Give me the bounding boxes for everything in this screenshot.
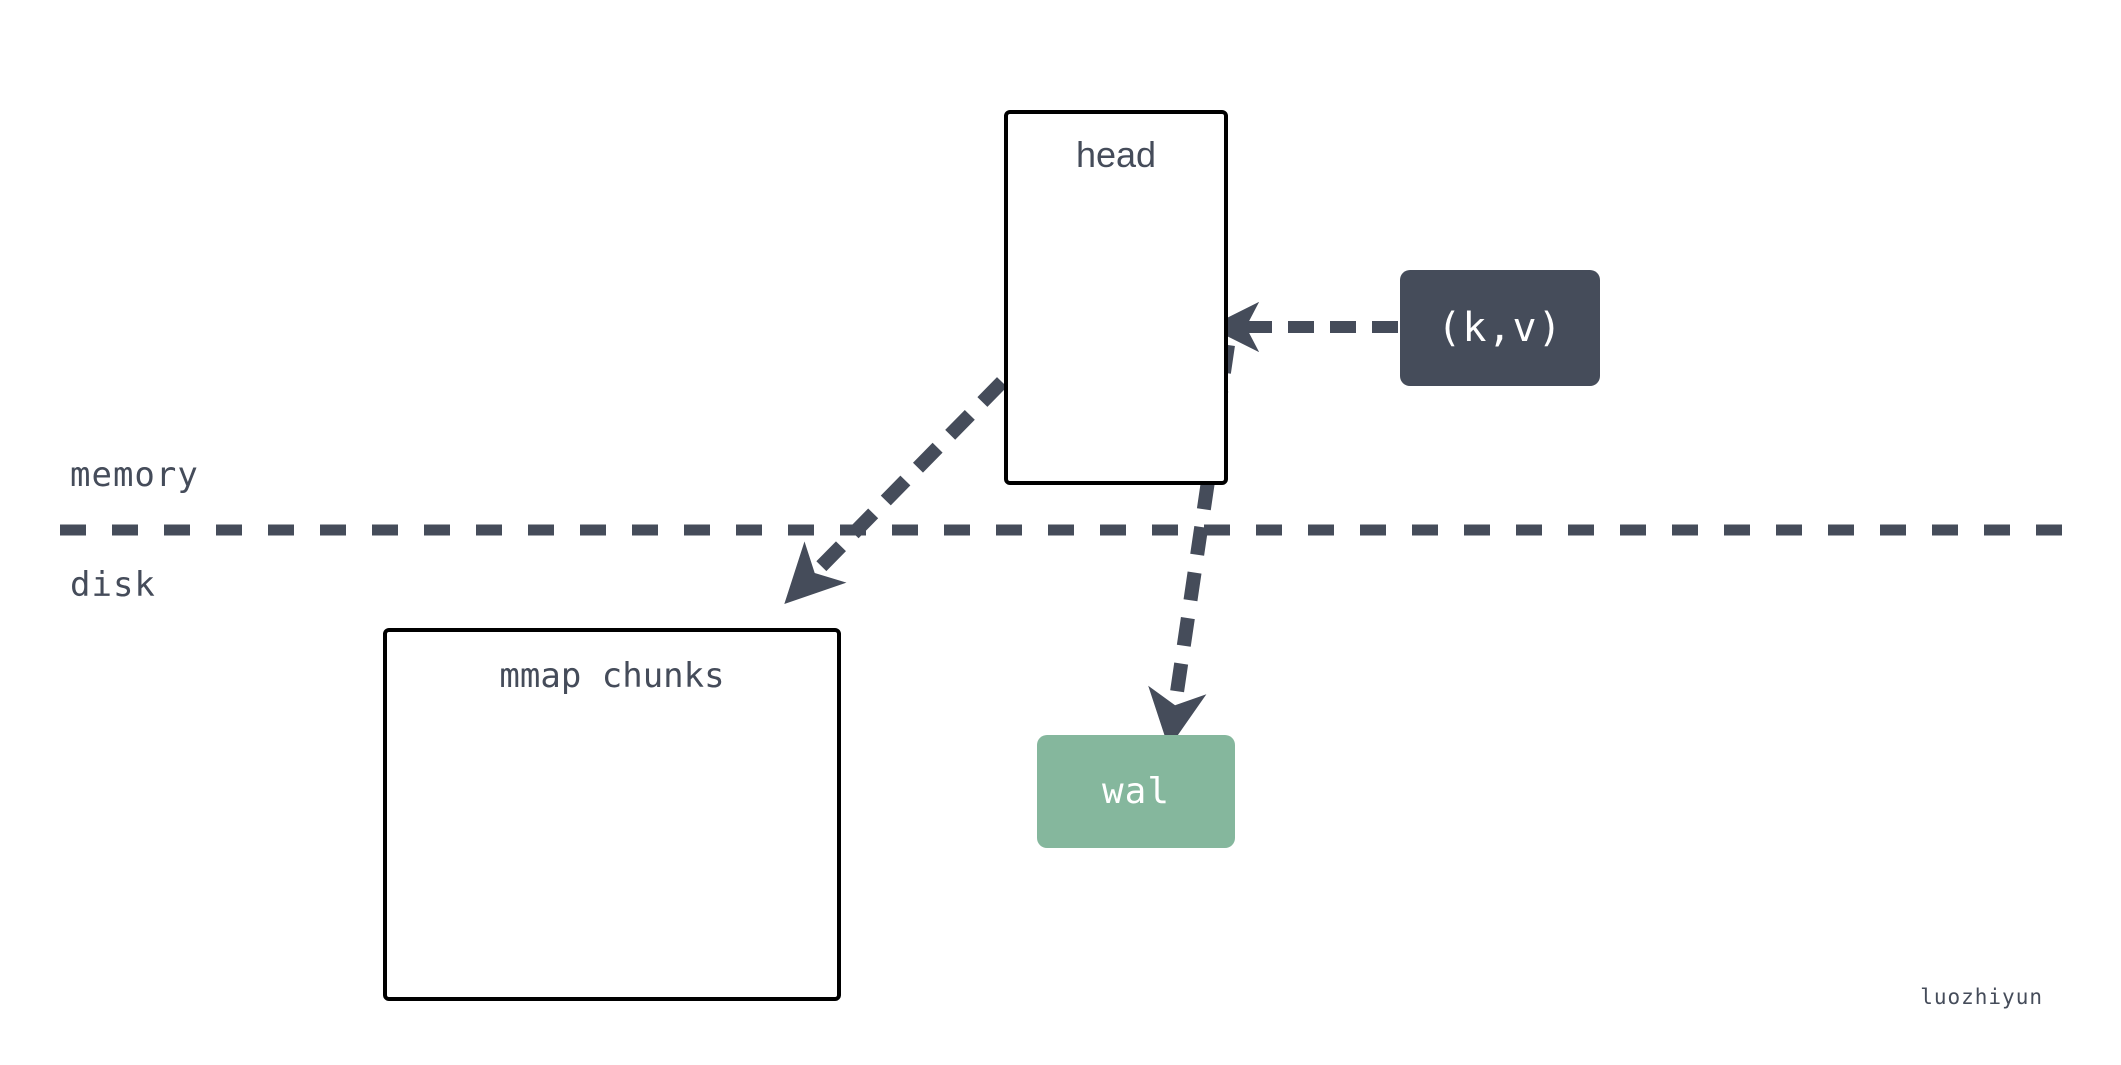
disk-zone-label: disk bbox=[70, 565, 156, 605]
head-box-title: head bbox=[1075, 134, 1157, 175]
kv-node[interactable]: (k,v) bbox=[1400, 270, 1600, 386]
mmap-chunks-box[interactable]: mmap chunks chunk bbox=[383, 628, 841, 1001]
watermark: luozhiyun bbox=[1920, 985, 2043, 1009]
head-box[interactable]: head chunk bbox=[1004, 110, 1228, 485]
arrow-head-to-mmap bbox=[784, 377, 1007, 604]
wal-node[interactable]: wal bbox=[1037, 735, 1235, 848]
memory-zone-label: memory bbox=[70, 455, 199, 495]
mmap-chunks-box-title: mmap chunks bbox=[499, 656, 725, 696]
